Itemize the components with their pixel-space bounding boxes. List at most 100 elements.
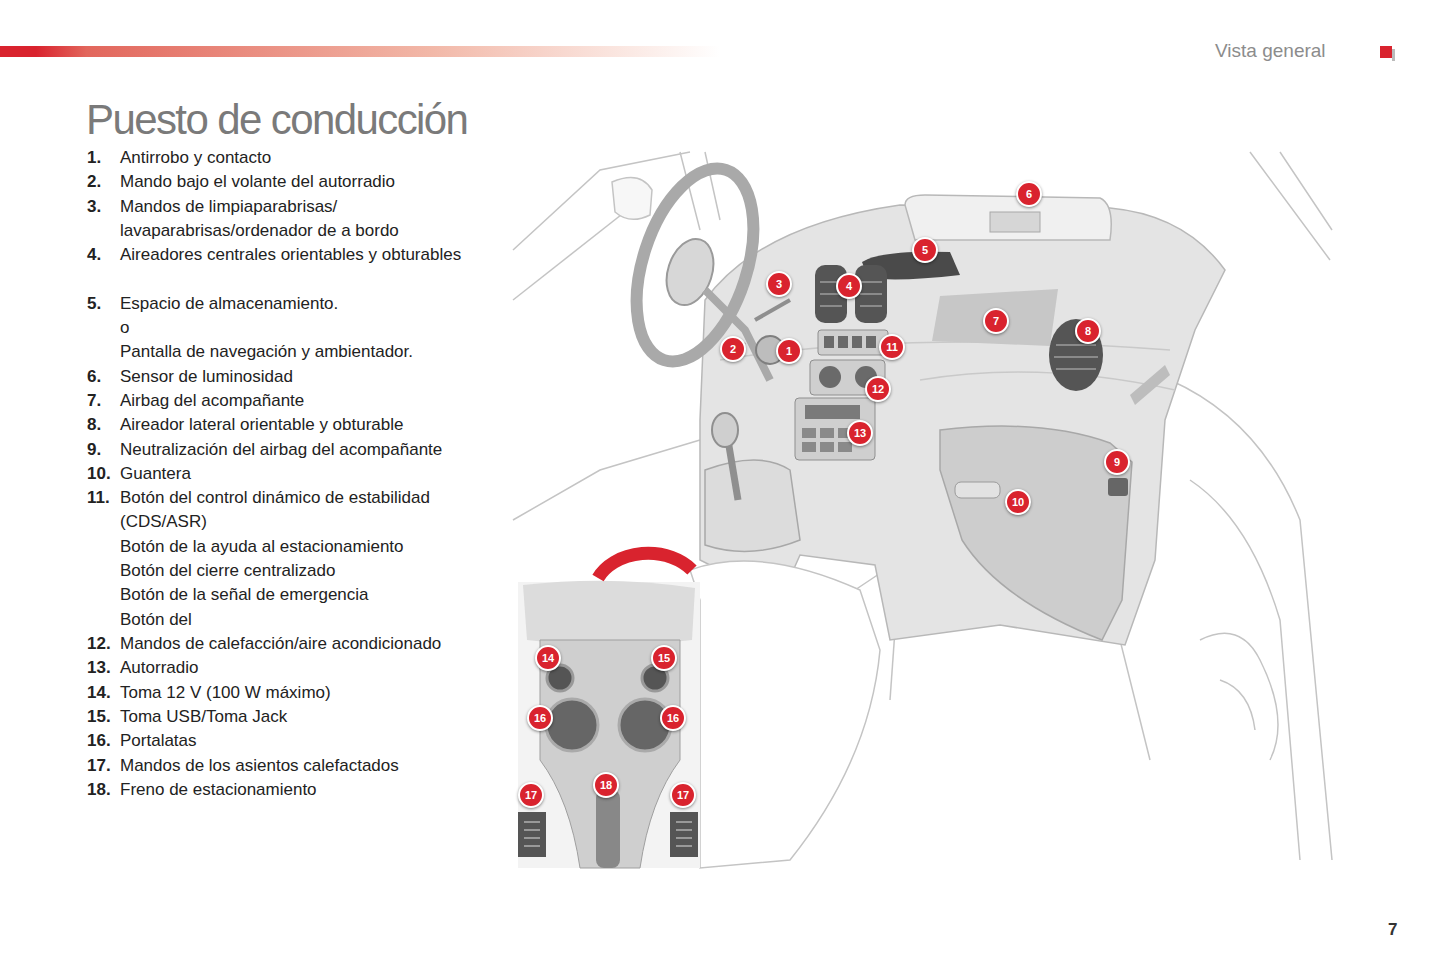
inset-arrow-arc <box>598 553 692 578</box>
callout-text: 15 <box>658 653 670 664</box>
callout-text: 2 <box>730 344 736 355</box>
buttons <box>824 336 876 348</box>
door-line <box>1170 380 1332 860</box>
item-text: Mandos de limpiaparabrisas/ lavaparabris… <box>120 195 480 244</box>
callout-text: 1 <box>786 346 792 357</box>
header-bar <box>0 46 720 57</box>
item-text: Botón del control dinámico de estabilida… <box>120 486 480 535</box>
callout-text: 5 <box>922 245 928 256</box>
radio-display <box>805 405 860 419</box>
callout-number: 5 <box>912 237 938 263</box>
switch-ridges <box>524 822 692 846</box>
callout-text: 9 <box>1114 457 1120 468</box>
item-text: Freno de estacionamiento <box>120 778 317 802</box>
page-title: Puesto de conducción <box>86 95 467 145</box>
seat <box>690 561 880 868</box>
callout-number: 13 <box>847 420 873 446</box>
callout-number: 1 <box>776 338 802 364</box>
callout-text: 17 <box>677 790 689 801</box>
door-handle <box>1220 680 1255 730</box>
item-number: 11. <box>87 486 110 510</box>
item-text: Antirrobo y contacto <box>120 146 271 170</box>
stalk <box>755 300 790 320</box>
item-number: 7. <box>87 389 101 413</box>
callout-text: 16 <box>534 713 546 724</box>
glovebox <box>940 426 1132 640</box>
item-number: 9. <box>87 438 101 462</box>
item-number: 16. <box>87 729 111 753</box>
callout-number: 10 <box>1005 489 1031 515</box>
cup-holder <box>546 699 598 751</box>
callout-number: 9 <box>1104 449 1130 475</box>
item-text: Pantalla de navegación y ambientador. <box>120 340 413 364</box>
item-number: 17. <box>87 754 111 778</box>
item-number: 14. <box>87 681 111 705</box>
callout-number: 8 <box>1075 318 1101 344</box>
item-text: Sensor de luminosidad <box>120 365 293 389</box>
item-number: 6. <box>87 365 101 389</box>
inset-armrest <box>523 581 695 645</box>
callout-text: 17 <box>525 790 537 801</box>
item-text: Mandos de los asientos calefactados <box>120 754 399 778</box>
callout-number: 3 <box>766 271 792 297</box>
callout-text: 12 <box>872 384 884 395</box>
callout-text: 4 <box>846 281 852 292</box>
callout-text: 16 <box>667 713 679 724</box>
callout-number: 4 <box>836 273 862 299</box>
callout-text: 7 <box>993 316 999 327</box>
handbrake <box>596 790 620 868</box>
callout-number: 18 <box>593 772 619 798</box>
item-number: 1. <box>87 146 101 170</box>
radio-buttons <box>802 428 852 452</box>
item-number: 13. <box>87 656 111 680</box>
item-text: Aireadores centrales orientables y obtur… <box>120 243 480 267</box>
sensor <box>990 212 1040 232</box>
windscreen-edge <box>1250 152 1332 260</box>
gear-lever <box>728 440 738 500</box>
callout-number: 16 <box>527 705 553 731</box>
callout-text: 13 <box>854 428 866 439</box>
item-text: Aireador lateral orientable y obturable <box>120 413 404 437</box>
item-text: Botón del cierre centralizado <box>120 559 335 583</box>
item-text: Autorradio <box>120 656 198 680</box>
item-text: Mandos de calefacción/aire acondicionado <box>120 632 441 656</box>
item-number: 3. <box>87 195 101 219</box>
dashboard-line <box>920 372 1175 390</box>
item-text: Botón de la señal de emergencia <box>120 583 369 607</box>
item-text: o <box>120 316 129 340</box>
item-text: Neutralización del airbag del acompañant… <box>120 438 442 462</box>
item-number: 2. <box>87 170 101 194</box>
seat-heat-switch <box>670 812 698 857</box>
airbag-switch <box>1108 478 1128 496</box>
item-number: 12. <box>87 632 111 656</box>
callout-number: 16 <box>660 705 686 731</box>
item-text: Espacio de almacenamiento. <box>120 292 338 316</box>
knob <box>819 366 841 388</box>
item-text: Mando bajo el volante del autorradio <box>120 170 395 194</box>
callout-text: 18 <box>600 780 612 791</box>
section-header: Vista general <box>1215 39 1326 63</box>
callout-number: 12 <box>865 376 891 402</box>
callout-text: 14 <box>542 653 554 664</box>
item-text: Portalatas <box>120 729 197 753</box>
item-number: 4. <box>87 243 101 267</box>
item-number: 18. <box>87 778 111 802</box>
item-text: Toma USB/Toma Jack <box>120 705 287 729</box>
vent <box>855 265 887 323</box>
item-text: Toma 12 V (100 W máximo) <box>120 681 331 705</box>
header-square-shadow <box>1392 49 1395 61</box>
radio <box>795 398 875 460</box>
callout-number: 15 <box>651 645 677 671</box>
page-number: 7 <box>1388 918 1397 942</box>
door-line <box>513 440 700 520</box>
door-handle <box>1200 633 1278 760</box>
callout-number: 17 <box>518 782 544 808</box>
item-text: Botón del <box>120 608 192 632</box>
callout-number: 11 <box>879 334 905 360</box>
glovebox-handle <box>955 482 1000 498</box>
item-number: 5. <box>87 292 101 316</box>
steering-column <box>705 290 770 380</box>
callout-text: 11 <box>886 342 898 353</box>
seat-heat-switch <box>518 812 546 857</box>
